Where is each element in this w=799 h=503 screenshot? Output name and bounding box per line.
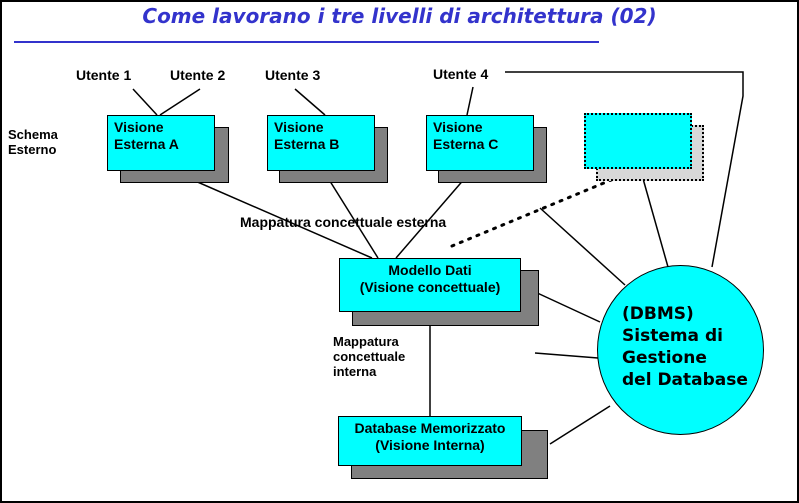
- line-modello-ghost-dotted: [450, 166, 642, 248]
- line-utente2-visione-a: [159, 88, 201, 116]
- line-utente4-dbms: [505, 71, 744, 268]
- line-extmap-dbms: [539, 207, 626, 286]
- line-utente1-visione-a: [132, 88, 158, 116]
- line-utente4-visione-c: [466, 86, 474, 116]
- external-mapping-label: Mappatura concettuale esterna: [240, 214, 447, 230]
- line-ghost-dbms: [639, 167, 669, 268]
- schema-esterno-label: Schema Esterno: [8, 127, 58, 157]
- line-visione-c-modello: [395, 169, 473, 259]
- line-visione-a-modello: [169, 169, 373, 259]
- user-label-1: Utente 1: [76, 67, 132, 83]
- visione-esterna-b-box: Visione Esterna B: [267, 115, 375, 171]
- title-underline: [14, 41, 599, 43]
- dbms-label: (DBMS) Sistema di Gestione del Database: [622, 304, 748, 390]
- line-visione-b-modello: [322, 169, 379, 259]
- modello-dati-box: Modello Dati (Visione concettuale): [339, 258, 521, 312]
- visione-esterna-a-box: Visione Esterna A: [107, 115, 215, 171]
- database-memorizzato-box: Database Memorizzato (Visione Interna): [338, 416, 522, 466]
- page-title: Come lavorano i tre livelli di architett…: [142, 4, 657, 28]
- dbms-circle: [597, 265, 764, 435]
- line-database-dbms: [549, 405, 611, 445]
- line-mapping-dbms: [534, 352, 599, 359]
- ghost-view-box: [584, 113, 692, 169]
- user-label-3: Utente 3: [265, 67, 321, 83]
- line-utente3-visione-b: [294, 88, 326, 116]
- user-label-4: Utente 4: [433, 66, 489, 82]
- visione-esterna-c-box: Visione Esterna C: [426, 115, 534, 171]
- internal-mapping-label: Mappatura concettuale interna: [333, 334, 406, 379]
- user-label-2: Utente 2: [170, 67, 226, 83]
